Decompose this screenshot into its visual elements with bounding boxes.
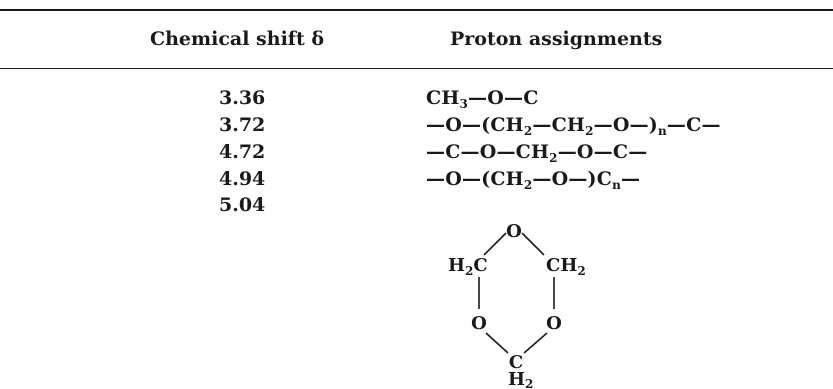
ring-bond <box>483 232 507 256</box>
ring-atom-top-oxygen: O <box>506 221 522 242</box>
ring-atom-left-methylene: H2C <box>448 255 488 278</box>
proton-assignment-formula: —O—(CH2—CH2—O—)n—C— <box>426 114 721 138</box>
shift-value: 4.94 <box>219 168 266 190</box>
ring-atom-lower-right-oxygen: O <box>546 313 562 334</box>
column-header-proton-assignments: Proton assignments <box>450 28 663 50</box>
proton-assignment-formula: CH3—O—C <box>426 87 539 111</box>
ring-bond <box>523 332 548 354</box>
ring-bond <box>521 232 545 256</box>
table-top-rule <box>0 9 833 11</box>
table-header-rule <box>0 68 833 69</box>
proton-assignment-formula: —O—(CH2—O—)Cn— <box>426 168 641 192</box>
ring-atom-right-methylene: CH2 <box>546 255 586 278</box>
ring-atom-lower-left-oxygen: O <box>471 313 487 334</box>
trioxane-ring-structure: O H2C CH2 O O C H2 <box>448 221 586 389</box>
column-header-chemical-shift: Chemical shift δ <box>150 28 325 50</box>
shift-value: 3.72 <box>219 114 266 136</box>
shift-value: 3.36 <box>219 87 266 109</box>
ring-bond <box>485 332 509 354</box>
ring-atom-bottom-carbon: C <box>509 352 523 373</box>
shift-value: 4.72 <box>219 141 266 163</box>
proton-assignment-formula: —C—O—CH2—O—C— <box>426 141 648 165</box>
shift-value: 5.04 <box>219 194 266 216</box>
ring-atom-bottom-hydrogen: H2 <box>508 369 533 389</box>
